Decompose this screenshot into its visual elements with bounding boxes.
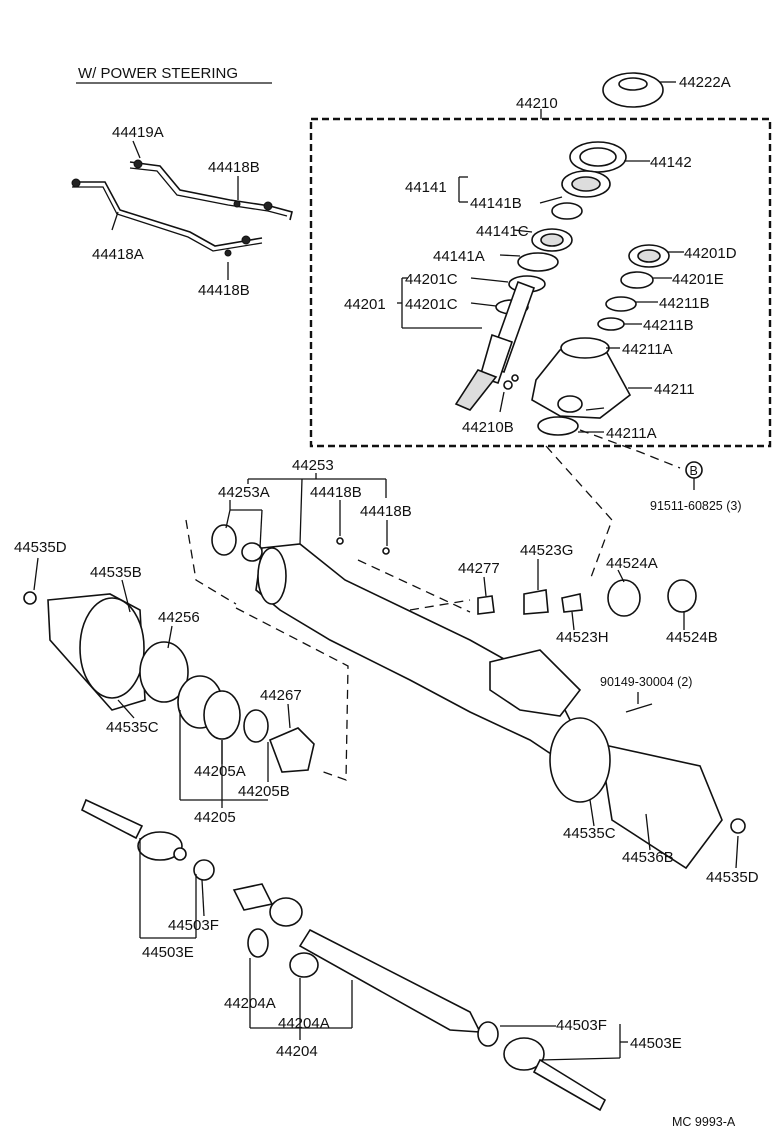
callout-44211B-upper: 44211B bbox=[659, 295, 710, 312]
callout-44205A: 44205A bbox=[194, 763, 246, 780]
pinion-group-parts bbox=[454, 141, 670, 436]
callout-44142: 44142 bbox=[650, 154, 692, 171]
callout-44201D: 44201D bbox=[684, 245, 737, 262]
callout-44253: 44253 bbox=[292, 457, 334, 474]
callout-44210B: 44210B bbox=[462, 419, 514, 436]
callout-44201E: 44201E bbox=[672, 271, 724, 288]
callout-44222A: 44222A bbox=[679, 74, 731, 91]
callout-44201C-lower: 44201C bbox=[405, 296, 458, 313]
callout-44201: 44201 bbox=[344, 296, 386, 313]
callout-44535B: 44535B bbox=[90, 564, 142, 581]
callout-44524A: 44524A bbox=[606, 555, 658, 572]
callout-44211: 44211 bbox=[654, 381, 695, 398]
diagram-code: MC 9993-A bbox=[672, 1115, 736, 1129]
callout-44503F-left: 44503F bbox=[168, 917, 219, 934]
callout-44211A-upper: 44211A bbox=[622, 341, 673, 358]
right-boot-group bbox=[477, 579, 746, 870]
callout-44141B: 44141B bbox=[470, 195, 522, 212]
callout-90149-30004: 90149-30004 (2) bbox=[600, 675, 692, 689]
callout-44503E-left: 44503E bbox=[142, 944, 194, 961]
callout-44205B: 44205B bbox=[238, 783, 290, 800]
callout-44503E-right: 44503E bbox=[630, 1035, 682, 1052]
callout-44535D-right: 44535D bbox=[706, 869, 759, 886]
callout-44536B: 44536B bbox=[622, 849, 674, 866]
reference-b-marker bbox=[685, 461, 703, 479]
callout-44277: 44277 bbox=[458, 560, 500, 577]
callout-44210: 44210 bbox=[516, 95, 558, 112]
callout-44535C-right: 44535C bbox=[563, 825, 616, 842]
callout-44204A-right: 44204A bbox=[278, 1015, 330, 1032]
callout-44211A-lower: 44211A bbox=[606, 425, 657, 442]
callout-44141A: 44141A bbox=[433, 248, 485, 265]
callout-44535D-left: 44535D bbox=[14, 539, 67, 556]
callout-44503F-right: 44503F bbox=[556, 1017, 607, 1034]
callout-44524B: 44524B bbox=[666, 629, 718, 646]
callout-44523H: 44523H bbox=[556, 629, 609, 646]
callout-44205: 44205 bbox=[194, 809, 236, 826]
left-boot-group bbox=[23, 524, 390, 773]
gear-housing-group-frame bbox=[309, 117, 772, 448]
callout-44418B-pipe-lower: 44418B bbox=[198, 282, 250, 299]
callout-44267: 44267 bbox=[260, 687, 302, 704]
callout-44256: 44256 bbox=[158, 609, 200, 626]
pressure-tubes bbox=[71, 159, 293, 257]
callout-44253A: 44253A bbox=[218, 484, 270, 501]
callout-44418B-housing-left: 44418B bbox=[310, 484, 362, 501]
assembly-dashed-lines bbox=[185, 429, 681, 781]
callout-44211B-lower: 44211B bbox=[643, 317, 694, 334]
callout-44141C: 44141C bbox=[476, 223, 529, 240]
callout-44204A-left: 44204A bbox=[224, 995, 276, 1012]
callout-44141: 44141 bbox=[405, 179, 447, 196]
dust-cover-part bbox=[602, 72, 664, 108]
callout-labels: 44222A 44210 44142 44141 44141B 44141C 4… bbox=[14, 74, 759, 1060]
callout-44419A: 44419A bbox=[112, 124, 164, 141]
callout-44204: 44204 bbox=[276, 1043, 318, 1060]
reference-b-label: B bbox=[690, 464, 698, 478]
callout-44535C-left: 44535C bbox=[106, 719, 159, 736]
leader-lines bbox=[33, 109, 739, 1061]
callout-44418B-housing-right: 44418B bbox=[360, 503, 412, 520]
diagram-title: W/ POWER STEERING bbox=[78, 65, 238, 82]
callout-44523G: 44523G bbox=[520, 542, 573, 559]
callout-44201C-upper: 44201C bbox=[405, 271, 458, 288]
rack-housing bbox=[255, 543, 582, 762]
callout-44418B-pipe-upper: 44418B bbox=[208, 159, 260, 176]
callout-91511-60825: 91511-60825 (3) bbox=[650, 499, 742, 513]
callout-44418A: 44418A bbox=[92, 246, 144, 263]
tie-rods bbox=[80, 798, 607, 1112]
